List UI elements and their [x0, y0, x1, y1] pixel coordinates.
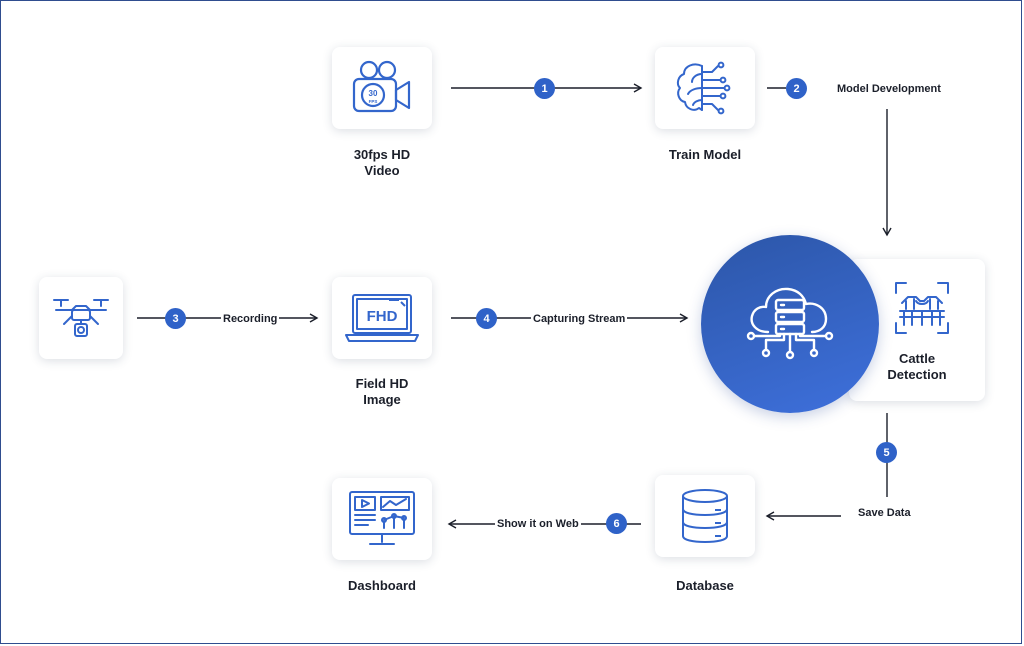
step-label-model-development: Model Development	[835, 82, 943, 96]
step-badge-2: 2	[786, 78, 807, 99]
video-camera-icon: 30 FPS	[352, 60, 411, 113]
database-card	[655, 475, 755, 557]
step-badge-4: 4	[476, 308, 497, 329]
video-label: 30fps HD Video	[353, 147, 411, 178]
step-badge-6: 6	[606, 513, 627, 534]
fps-number-text: 30	[369, 89, 378, 98]
step-label-save-data: Save Data	[856, 506, 913, 520]
drone-icon	[53, 299, 109, 337]
train-label: Train Model	[668, 147, 742, 162]
drone-card	[39, 277, 123, 359]
cattle-scan-icon	[895, 282, 949, 334]
step-badge-5: 5	[876, 442, 897, 463]
step-badge-3: 3	[165, 308, 186, 329]
cloud-hub	[701, 235, 879, 413]
train-card	[655, 47, 755, 129]
laptop-fhd-icon: FHD	[345, 294, 419, 342]
field-card: FHD	[332, 277, 432, 359]
dashboard-label: Dashboard	[348, 578, 416, 593]
step-badge-1: 1	[534, 78, 555, 99]
dashboard-monitor-icon	[349, 491, 415, 545]
fhd-screen-text: FHD	[367, 308, 398, 325]
cloud-server-icon	[746, 287, 834, 360]
database-icon	[682, 489, 728, 543]
step-label-capturing-stream: Capturing Stream	[531, 312, 628, 326]
step-label-show-on-web: Show it on Web	[495, 517, 581, 531]
field-label: Field HD Image	[355, 376, 409, 407]
video-card: 30 FPS	[332, 47, 432, 129]
database-label: Database	[676, 578, 734, 593]
cattle-label: Cattle Detection	[887, 351, 947, 382]
dashboard-card	[332, 478, 432, 560]
fps-unit-text: FPS	[369, 99, 378, 104]
brain-circuit-icon	[676, 61, 731, 115]
step-label-recording: Recording	[221, 312, 280, 326]
